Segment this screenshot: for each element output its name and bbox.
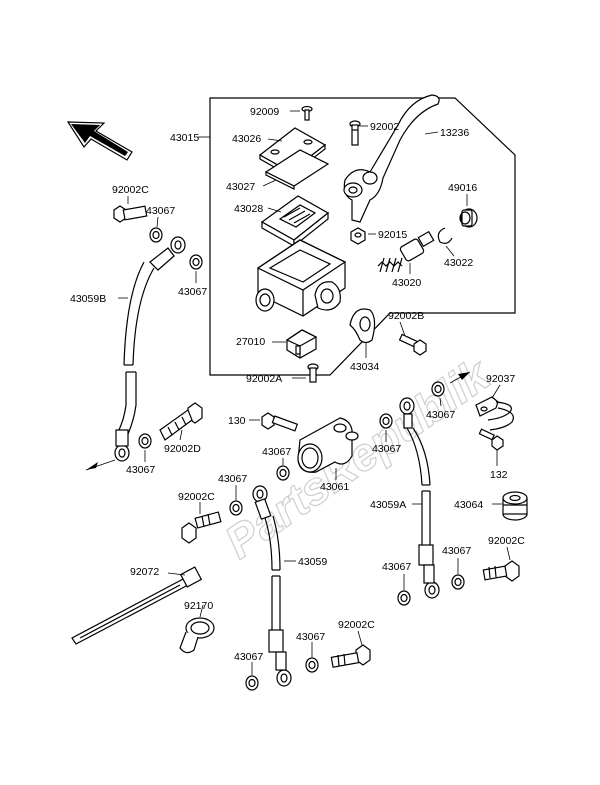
- label-43028: 43028: [234, 203, 263, 215]
- washer-43067-f: [431, 381, 445, 397]
- seal-49016: [459, 208, 478, 228]
- label-92002D: 92002D: [164, 443, 201, 455]
- bracket-92037: [475, 396, 514, 431]
- label-92002A: 92002A: [246, 373, 282, 385]
- bolt-92002C-left: [181, 511, 222, 544]
- circlip-43022: [437, 227, 453, 244]
- label-92037: 92037: [486, 373, 515, 385]
- label-92002: 92002: [370, 121, 399, 133]
- washer-43067-d: [276, 465, 290, 481]
- group-outline-43015: [209, 97, 516, 376]
- label-43067-i: 43067: [218, 473, 247, 485]
- label-43027: 43027: [226, 181, 255, 193]
- direction-arrow-icon: [66, 121, 133, 161]
- label-49016: 49016: [448, 182, 477, 194]
- washer-43067-g: [397, 590, 411, 606]
- label-43067-j: 43067: [234, 651, 263, 663]
- label-130: 130: [228, 415, 246, 427]
- label-43026: 43026: [232, 133, 261, 145]
- label-92002C-top: 92002C: [112, 184, 149, 196]
- label-92002C-left: 92002C: [178, 491, 215, 503]
- diaphragm-43028: [260, 195, 330, 248]
- washer-43067-a: [149, 227, 163, 243]
- label-92002C-right: 92002C: [488, 535, 525, 547]
- label-92002C-bottom: 92002C: [338, 619, 375, 631]
- reservoir-43061: [297, 417, 359, 473]
- label-132: 132: [490, 469, 508, 481]
- screw-132: [478, 428, 504, 451]
- clamp-43034: [349, 308, 376, 344]
- label-92002B: 92002B: [388, 310, 424, 322]
- hose-43059: [252, 485, 292, 687]
- washer-43067-j: [245, 675, 259, 691]
- bolt-92002C-right: [482, 560, 520, 582]
- label-43067-c: 43067: [126, 464, 155, 476]
- label-43064: 43064: [454, 499, 483, 511]
- bolt-92002D: [159, 402, 203, 441]
- switch-27010: [285, 329, 318, 359]
- label-92009: 92009: [250, 106, 279, 118]
- label-92170: 92170: [184, 600, 213, 612]
- label-43067-b: 43067: [178, 286, 207, 298]
- label-43067-f: 43067: [426, 409, 455, 421]
- washer-43067-b: [189, 254, 203, 270]
- label-43022: 43022: [444, 257, 473, 269]
- label-27010: 27010: [236, 336, 265, 348]
- label-43067-d: 43067: [262, 446, 291, 458]
- hose-43059A: [399, 397, 440, 599]
- hose-43059B: [114, 236, 186, 462]
- label-43020: 43020: [392, 277, 421, 289]
- label-43015: 43015: [170, 132, 199, 144]
- plate-43027: [264, 149, 330, 190]
- label-92072: 92072: [130, 566, 159, 578]
- brake-lever-13236: [343, 94, 440, 223]
- washer-43067-i: [229, 500, 243, 516]
- screw-92002A: [307, 363, 319, 383]
- grommet-43064: [502, 491, 528, 521]
- label-43061: 43061: [320, 481, 349, 493]
- label-43067-a: 43067: [146, 205, 175, 217]
- screw-92009: [301, 105, 313, 121]
- label-43067-k: 43067: [296, 631, 325, 643]
- label-43067-e: 43067: [372, 443, 401, 455]
- washer-43067-k: [305, 657, 319, 673]
- label-43059A: 43059A: [370, 499, 406, 511]
- piston-43020: [377, 230, 435, 273]
- bolt-92002B: [398, 333, 427, 356]
- nut-92015: [350, 227, 366, 245]
- master-cylinder-body: [255, 239, 347, 317]
- bolt-92002C-bottom: [330, 644, 371, 668]
- bolt-92002C-top: [113, 205, 148, 223]
- label-43067-h: 43067: [442, 545, 471, 557]
- label-43067-g: 43067: [382, 561, 411, 573]
- washer-43067-e: [379, 413, 393, 429]
- label-43034: 43034: [350, 361, 379, 373]
- pointer-arrows: [85, 371, 471, 471]
- label-43059B: 43059B: [70, 293, 106, 305]
- label-13236: 13236: [440, 127, 469, 139]
- label-92015: 92015: [378, 229, 407, 241]
- clip-92170: [179, 617, 215, 654]
- washer-43067-c: [138, 433, 152, 449]
- bolt-130: [261, 412, 299, 432]
- cable-tie-92072: [71, 566, 203, 645]
- washer-43067-h: [451, 574, 465, 590]
- label-43059: 43059: [298, 556, 327, 568]
- bolt-92002: [349, 120, 361, 146]
